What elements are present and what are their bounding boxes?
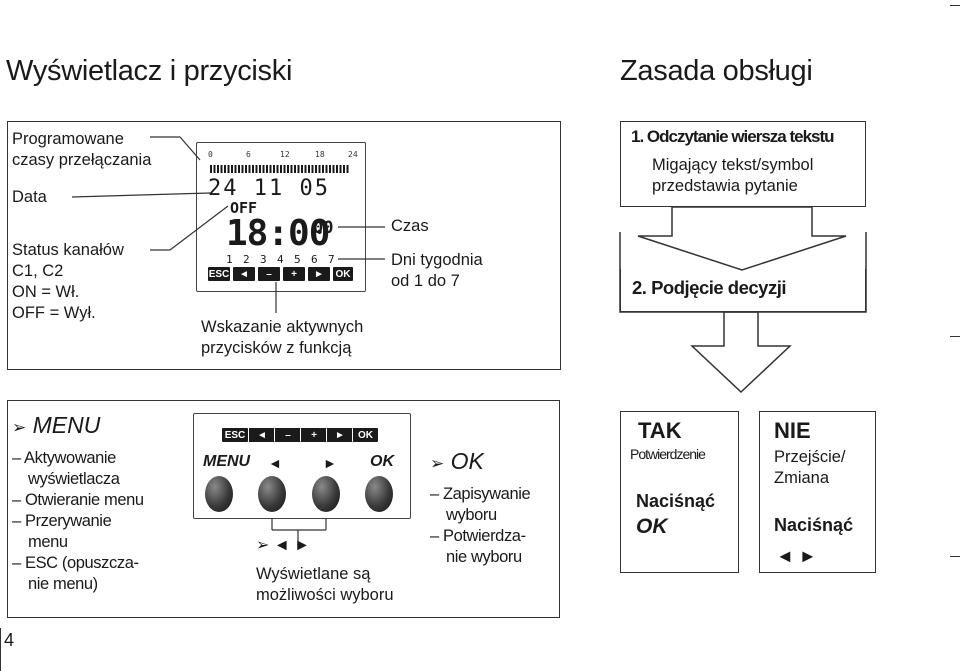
ok-items: – Zapisywanie wyboru – Potwierdza- nie w… (430, 485, 531, 566)
panel-label-right: ► (323, 455, 337, 471)
tak-box (620, 411, 739, 573)
margin-tick (950, 336, 960, 337)
lcd-time: 18:00 (226, 213, 330, 254)
margin-tick (950, 556, 960, 557)
panel-arrow-symbols: ➢ ◄ ► (256, 537, 310, 554)
lcd-key-row: ESC ◄ – + ► OK (208, 267, 353, 281)
nie-subtitle: Przejście/ Zmiana (774, 448, 846, 487)
panel-key-right: ► (326, 428, 353, 442)
key-plus: + (283, 267, 305, 281)
lcd-date: 24 11 05 (208, 176, 330, 201)
section-title-display: Wyświetlacz i przyciski (6, 55, 293, 87)
key-esc: ESC (208, 267, 230, 281)
menu-items: – Aktywowanie wyświetlacza – Otwieranie … (12, 449, 144, 593)
display-diagram-box (7, 121, 561, 370)
panel-label-ok: OK (370, 453, 394, 470)
label-programmed-times: Programowane czasy przełączania (12, 130, 152, 169)
controls-box (7, 400, 560, 618)
page-number: 4 (4, 630, 15, 650)
menu-title: ➢ MENU (12, 412, 101, 438)
panel-caption: Wyświetlane są możliwości wyboru (256, 565, 394, 604)
lcd-seconds: 00 (313, 218, 334, 238)
leader-status (150, 205, 229, 251)
tak-action-key: OK (636, 515, 668, 538)
page-margin-line (0, 628, 1, 671)
tak-title: TAK (638, 418, 682, 443)
panel-label-menu: MENU (203, 453, 251, 470)
nie-action-key: ◄ ► (776, 546, 817, 566)
leader-programmed (150, 136, 201, 161)
label-time: Czas (391, 217, 429, 235)
arrow-down-2 (690, 311, 792, 394)
key-minus: – (258, 267, 280, 281)
button-left[interactable] (258, 476, 286, 512)
button-right[interactable] (312, 476, 340, 512)
step2-box (620, 269, 866, 312)
section-title-principle: Zasada obsługi (620, 55, 813, 87)
arrow-down-1 (637, 206, 847, 271)
label-channel-status: Status kanałów C1, C2 ON = Wł. OFF = Wył… (12, 241, 124, 322)
lcd-time-bar (210, 165, 350, 173)
lcd-frame (196, 142, 366, 292)
button-panel (193, 413, 411, 519)
step2-title: 2. Podjęcie decyzji (632, 277, 787, 298)
panel-label-left: ◄ (268, 455, 282, 471)
key-left: ◄ (233, 267, 255, 281)
label-weekdays: Dni tygodnia od 1 do 7 (391, 251, 483, 290)
key-ok: OK (333, 267, 353, 281)
key-right: ► (308, 267, 330, 281)
nie-title: NIE (774, 418, 811, 443)
ok-title: ➢ OK (430, 448, 484, 474)
panel-key-plus: + (300, 428, 327, 442)
panel-key-left: ◄ (248, 428, 275, 442)
button-ok[interactable] (365, 476, 393, 512)
tak-action: Naciśnąć (636, 491, 716, 511)
lcd-status: OFF (230, 199, 258, 217)
tak-subtitle: Potwierdzenie (630, 446, 706, 462)
panel-key-esc: ESC (222, 428, 248, 442)
label-active-buttons: Wskazanie aktywnych przycisków z funkcją (201, 318, 364, 357)
panel-key-row: ESC ◄ – + ► OK (222, 428, 378, 442)
label-date: Data (12, 188, 47, 206)
panel-key-minus: – (274, 428, 301, 442)
step1-title: 1. Odczytanie wiersza tekstu (631, 127, 835, 146)
nie-box (759, 411, 876, 573)
nie-action: Naciśnąć (774, 515, 854, 535)
step1-text: Migający tekst/symbol przedstawia pytani… (652, 156, 814, 195)
button-menu[interactable] (205, 476, 233, 512)
margin-tick (950, 5, 960, 6)
leader-date (71, 192, 211, 198)
panel-key-ok: OK (352, 428, 378, 442)
